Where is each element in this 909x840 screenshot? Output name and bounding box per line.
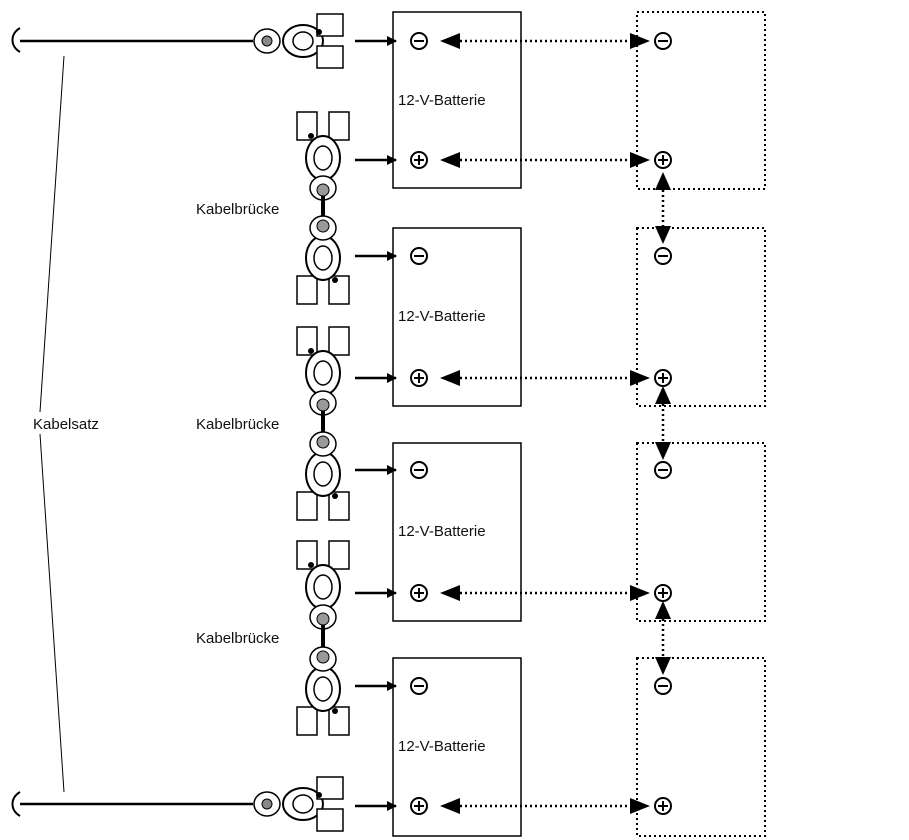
battery-4-label: 12-V-Batterie bbox=[398, 738, 486, 755]
dotted-correspondence-arrows bbox=[440, 33, 650, 814]
bridge-clamp-3-lower bbox=[296, 646, 350, 736]
battery-3-label: 12-V-Batterie bbox=[398, 523, 486, 540]
dotted-battery-2 bbox=[636, 227, 766, 407]
harness-bracket-upper bbox=[39, 55, 65, 413]
harness-label: Kabelsatz bbox=[33, 416, 99, 433]
bridge-3-label: Kabelbrücke bbox=[196, 630, 280, 647]
bridge-clamp-2-upper bbox=[296, 326, 350, 416]
cable-bottom-hook bbox=[11, 791, 21, 817]
dotted-battery-1 bbox=[636, 11, 766, 190]
battery-box-4 bbox=[392, 657, 522, 837]
bridge-clamp-1-upper bbox=[296, 111, 350, 201]
bridge-2-label: Kabelbrücke bbox=[196, 416, 280, 433]
clamp-arrows bbox=[355, 36, 397, 811]
dotted-battery-4 bbox=[636, 657, 766, 837]
dotted-vertical-arrows bbox=[655, 172, 671, 675]
bridge-clamp-3-upper bbox=[296, 540, 350, 630]
battery-box-3 bbox=[392, 442, 522, 622]
clamp-top bbox=[253, 13, 344, 69]
clamp-bottom bbox=[253, 776, 344, 832]
cable-top-hook bbox=[11, 27, 21, 53]
bridge-1-label: Kabelbrücke bbox=[196, 201, 280, 218]
battery-box-1 bbox=[392, 11, 522, 189]
battery-1-label: 12-V-Batterie bbox=[398, 92, 486, 109]
battery-box-2 bbox=[392, 227, 522, 407]
bridge-clamp-1-lower bbox=[296, 215, 350, 305]
bridge-clamp-2-lower bbox=[296, 431, 350, 521]
terminals-right bbox=[654, 32, 672, 815]
harness-bracket-lower bbox=[39, 433, 65, 793]
dotted-battery-3 bbox=[636, 442, 766, 622]
terminals-left bbox=[410, 32, 428, 815]
battery-2-label: 12-V-Batterie bbox=[398, 308, 486, 325]
